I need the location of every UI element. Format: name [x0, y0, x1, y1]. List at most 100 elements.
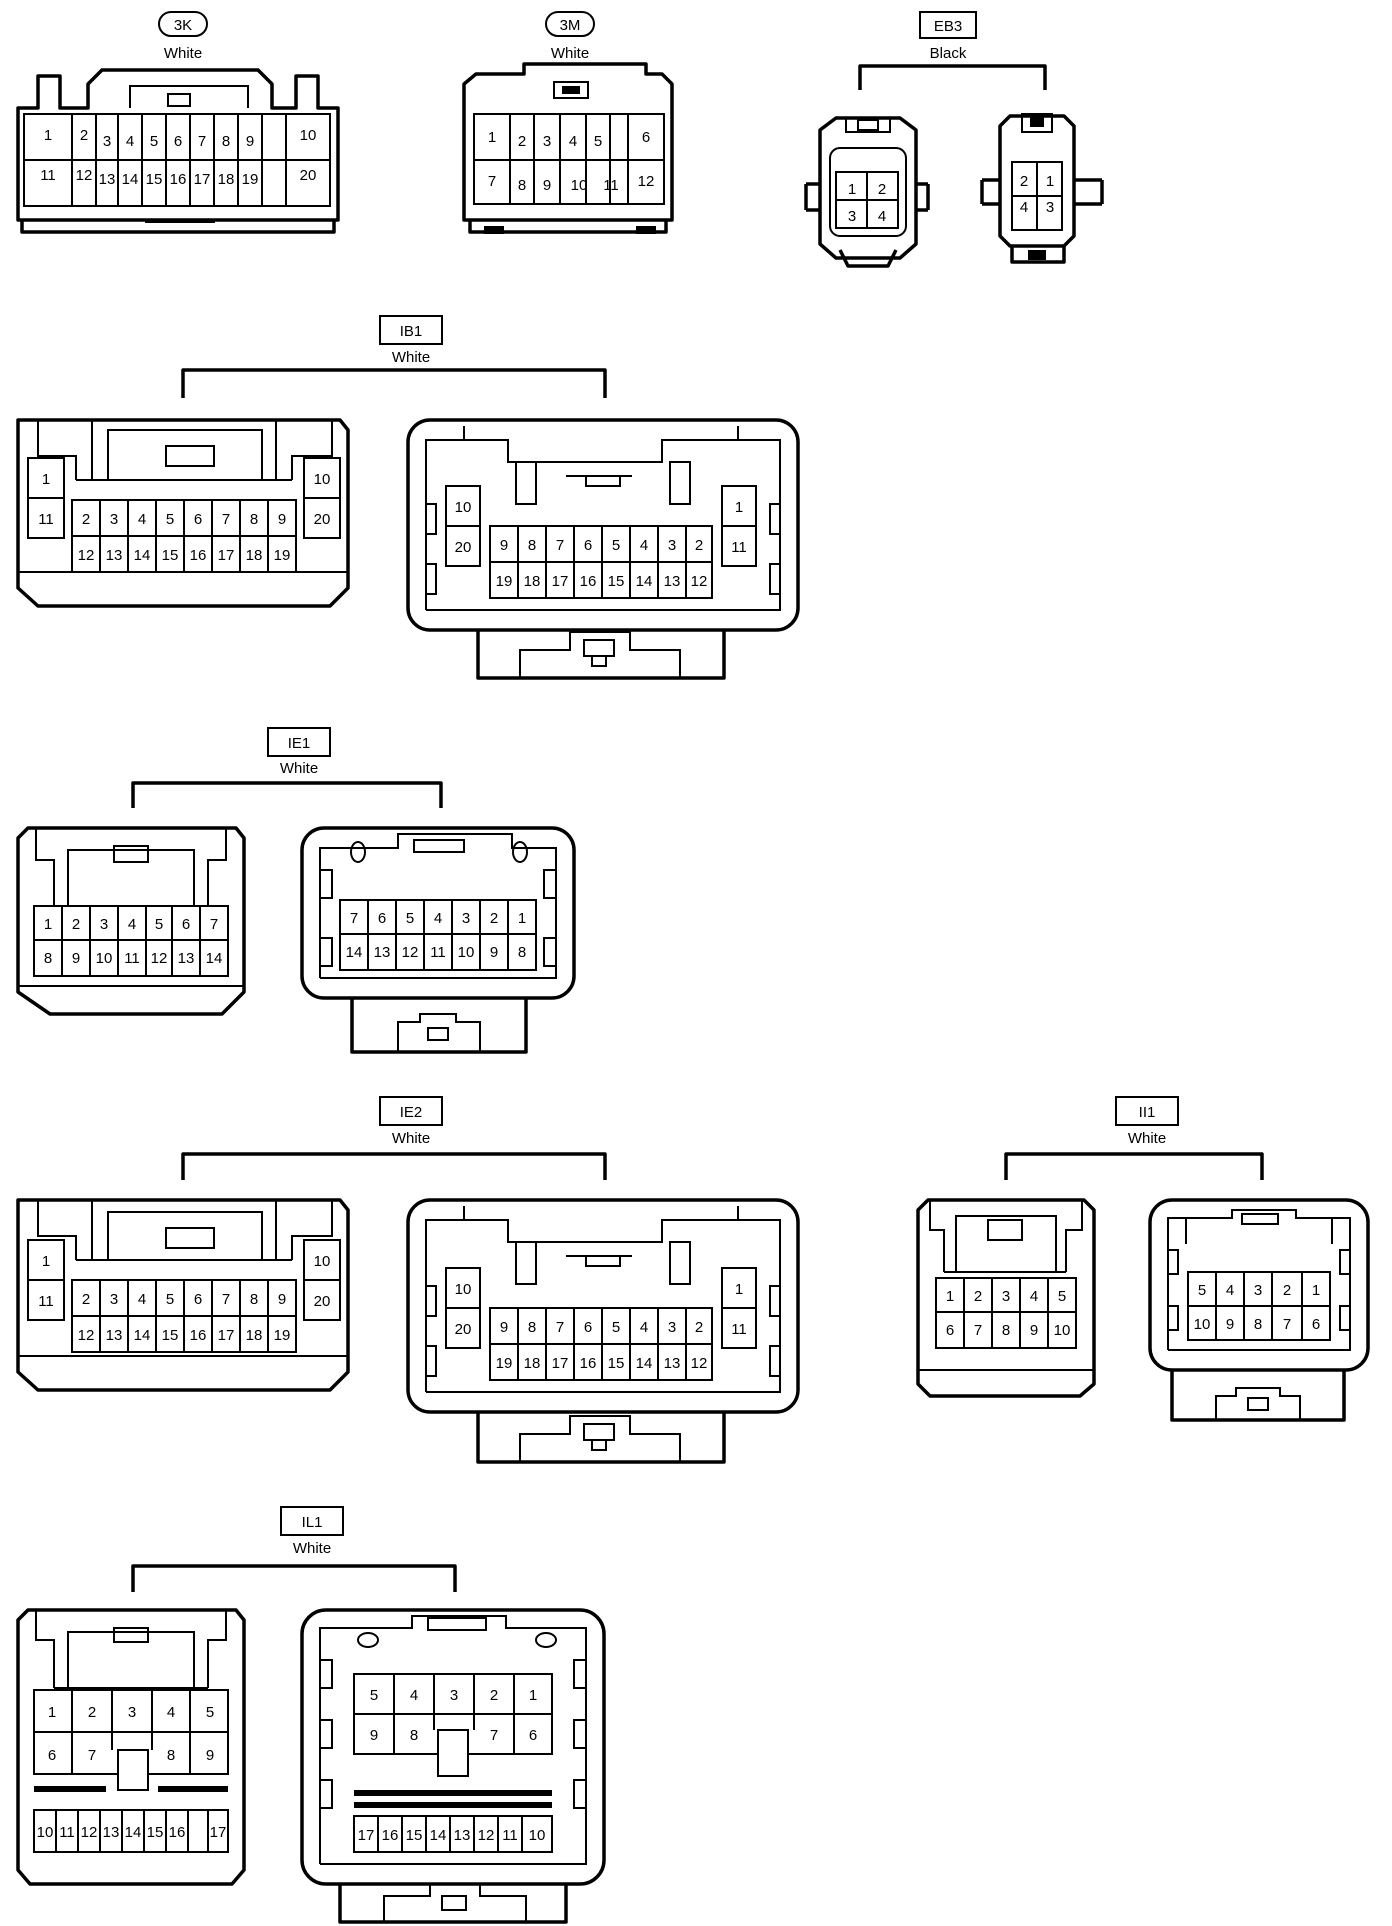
svg-text:3: 3 [1002, 1288, 1010, 1305]
svg-text:17: 17 [194, 171, 211, 188]
svg-text:4: 4 [167, 1704, 175, 1721]
svg-text:8: 8 [410, 1727, 418, 1744]
svg-text:3: 3 [1046, 199, 1054, 216]
svg-text:17: 17 [552, 1355, 569, 1372]
svg-text:12: 12 [78, 1327, 95, 1344]
svg-text:12: 12 [151, 950, 168, 967]
svg-text:15: 15 [608, 573, 625, 590]
svg-text:9: 9 [246, 133, 254, 150]
svg-text:5: 5 [370, 1687, 378, 1704]
svg-text:17: 17 [552, 573, 569, 590]
svg-text:13: 13 [664, 573, 681, 590]
svg-text:7: 7 [350, 910, 358, 927]
svg-text:8: 8 [250, 511, 258, 528]
svg-text:13: 13 [178, 950, 195, 967]
svg-text:19: 19 [274, 547, 291, 564]
svg-text:19: 19 [496, 1355, 513, 1372]
svg-text:16: 16 [170, 171, 187, 188]
svg-text:9: 9 [500, 1319, 508, 1336]
svg-text:13: 13 [99, 171, 116, 188]
label-ie1: IE1 White [131, 727, 443, 808]
svg-text:14: 14 [636, 1355, 653, 1372]
svg-text:13: 13 [106, 547, 123, 564]
svg-text:16: 16 [190, 547, 207, 564]
label-ii1: II1 White [1004, 1096, 1264, 1180]
svg-text:2: 2 [88, 1704, 96, 1721]
code-3m: 3M [560, 17, 581, 34]
label-ie2: IE2 White [181, 1096, 607, 1180]
svg-text:10: 10 [96, 950, 113, 967]
svg-text:9: 9 [278, 1291, 286, 1308]
svg-text:2: 2 [72, 916, 80, 933]
svg-text:6: 6 [584, 1319, 592, 1336]
svg-text:6: 6 [174, 133, 182, 150]
svg-text:15: 15 [608, 1355, 625, 1372]
svg-text:10: 10 [300, 127, 317, 144]
svg-text:2: 2 [490, 910, 498, 927]
svg-text:14: 14 [122, 171, 139, 188]
code-ie1: IE1 [288, 735, 311, 752]
svg-text:16: 16 [190, 1327, 207, 1344]
svg-text:1: 1 [42, 471, 50, 488]
svg-text:3: 3 [110, 1291, 118, 1308]
svg-text:11: 11 [38, 1293, 54, 1310]
svg-text:1: 1 [518, 910, 526, 927]
svg-text:10: 10 [458, 944, 475, 961]
svg-text:18: 18 [524, 573, 541, 590]
svg-text:17: 17 [218, 1327, 235, 1344]
svg-text:1: 1 [488, 129, 496, 146]
svg-text:3: 3 [450, 1687, 458, 1704]
svg-text:1: 1 [44, 127, 52, 144]
svg-text:4: 4 [410, 1687, 418, 1704]
svg-text:9: 9 [490, 944, 498, 961]
svg-text:14: 14 [134, 1327, 151, 1344]
code-3k: 3K [174, 17, 192, 34]
svg-text:11: 11 [731, 1321, 747, 1338]
svg-text:3: 3 [848, 208, 856, 225]
svg-text:20: 20 [300, 167, 317, 184]
svg-text:10: 10 [529, 1827, 546, 1844]
svg-text:9: 9 [206, 1747, 214, 1764]
svg-text:8: 8 [528, 1319, 536, 1336]
svg-text:8: 8 [44, 950, 52, 967]
svg-text:16: 16 [382, 1827, 399, 1844]
svg-text:8: 8 [250, 1291, 258, 1308]
svg-text:7: 7 [556, 1319, 564, 1336]
svg-text:4: 4 [138, 1291, 146, 1308]
svg-text:8: 8 [518, 944, 526, 961]
svg-text:12: 12 [691, 573, 708, 590]
svg-text:3: 3 [100, 916, 108, 933]
svg-text:15: 15 [147, 1824, 164, 1841]
svg-text:3: 3 [110, 511, 118, 528]
svg-text:12: 12 [691, 1355, 708, 1372]
svg-text:19: 19 [496, 573, 513, 590]
code-ii1: II1 [1139, 1104, 1156, 1121]
svg-text:14: 14 [206, 950, 223, 967]
svg-text:2: 2 [1020, 173, 1028, 190]
svg-text:14: 14 [346, 944, 363, 961]
svg-text:4: 4 [434, 910, 442, 927]
svg-text:6: 6 [946, 1322, 954, 1339]
svg-text:11: 11 [59, 1824, 75, 1841]
svg-text:2: 2 [490, 1687, 498, 1704]
svg-text:12: 12 [76, 167, 93, 184]
code-eb3: EB3 [934, 18, 962, 35]
svg-text:20: 20 [314, 1293, 331, 1310]
svg-text:6: 6 [378, 910, 386, 927]
svg-text:6: 6 [529, 1727, 537, 1744]
svg-text:10: 10 [314, 1253, 331, 1270]
svg-text:2: 2 [1283, 1282, 1291, 1299]
svg-text:5: 5 [612, 537, 620, 554]
